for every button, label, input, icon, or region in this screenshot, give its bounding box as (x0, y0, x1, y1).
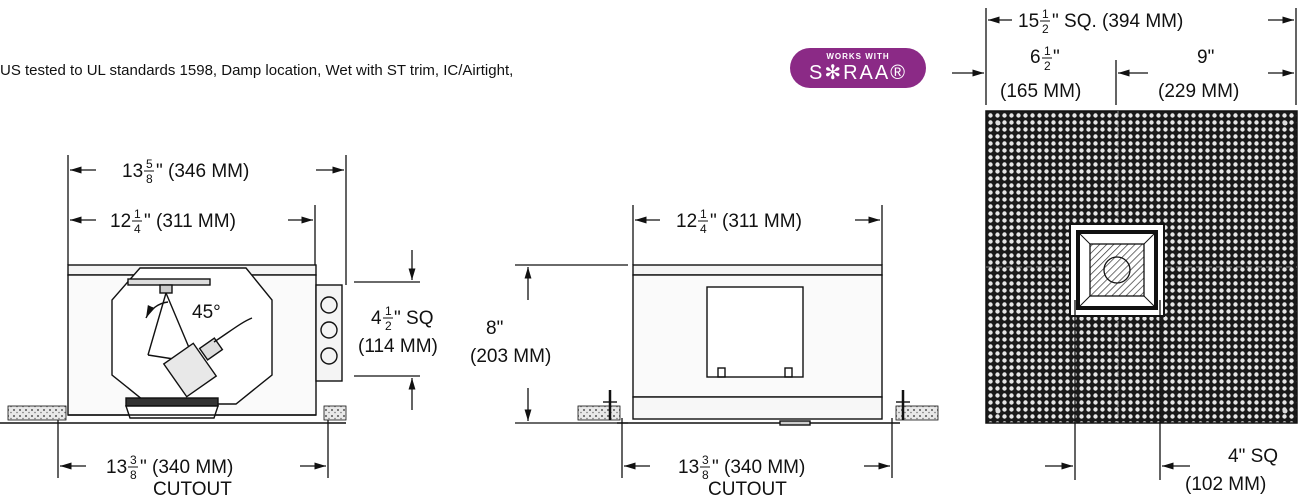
dim-numerator: 1 (700, 207, 707, 221)
dim-left-housing: 12 1 4 " (311 MM) (110, 207, 236, 236)
badge-top-text: WORKS WITH (826, 52, 890, 61)
dim-left-cutout: 13 3 8 " (340 MM) CUTOUT (106, 453, 233, 500)
dim-middle-height: 8" (203 MM) (470, 318, 551, 367)
dim-numerator: 3 (130, 453, 137, 467)
dim-whole: 6 (1030, 47, 1041, 68)
dim-overall-square: 15 1 2 " SQ. (394 MM) (1018, 7, 1183, 36)
dim-numerator: 5 (146, 157, 153, 171)
dim-cutout-label: CUTOUT (708, 479, 787, 500)
dim-denominator: 8 (130, 468, 137, 482)
dim-denominator: 2 (1042, 22, 1049, 36)
dim-cutout-label: CUTOUT (153, 479, 232, 500)
dim-denominator: 2 (1044, 59, 1051, 73)
dim-rest: " (311 MM) (710, 211, 802, 232)
certification-note: US tested to UL standards 1598, Damp loc… (0, 62, 513, 79)
left-dimension-lines (57, 155, 420, 478)
dim-whole: 13 (678, 457, 699, 478)
dim-aperture-imperial: 4" SQ (1228, 446, 1278, 467)
dim-whole: 13 (106, 457, 127, 478)
dim-imperial: 9" (1197, 47, 1214, 68)
dim-rest: " (311 MM) (144, 211, 236, 232)
tilt-angle-label: 45° (192, 302, 221, 323)
dim-metric: (203 MM) (470, 346, 551, 367)
dim-denominator: 8 (146, 172, 153, 186)
dim-rest: " (340 MM) (712, 457, 805, 478)
dim-whole: 12 (110, 211, 131, 232)
dim-denominator: 4 (134, 222, 141, 236)
badge-logo-text: S✻RAA® (809, 62, 907, 84)
dim-numerator: 1 (1044, 44, 1051, 58)
trim-plan-view (985, 110, 1298, 424)
dim-whole: 13 (122, 161, 143, 182)
top-right-dimension-group (952, 8, 1297, 105)
bottom-right-dimension-group (1045, 300, 1190, 480)
dim-rest: " SQ (394, 308, 433, 329)
dim-whole: 4 (371, 308, 382, 329)
dim-whole: 15 (1018, 11, 1039, 32)
dim-numerator: 1 (1042, 7, 1049, 21)
dim-whole: 12 (676, 211, 697, 232)
dim-rest: " (340 MM) (140, 457, 233, 478)
dim-middle-cutout: 13 3 8 " (340 MM) CUTOUT (678, 453, 805, 500)
svg-text:": " (1053, 47, 1060, 68)
dim-left-overall: 13 5 8 " (346 MM) (122, 157, 249, 186)
dim-aperture-metric: (102 MM) (1185, 474, 1266, 495)
certification-text: US tested to UL standards 1598, Damp loc… (0, 62, 514, 79)
dim-metric: (165 MM) (1000, 81, 1081, 102)
dim-left-segment: 6 1 2 " (165 MM) (1000, 44, 1081, 102)
dim-rest: " (346 MM) (156, 161, 249, 182)
dim-numerator: 1 (134, 207, 141, 221)
middle-housing-drawing (577, 264, 939, 426)
dim-right-segment: 9" (229 MM) (1158, 47, 1239, 102)
dim-metric: (229 MM) (1158, 81, 1239, 102)
dim-numerator: 1 (385, 304, 392, 318)
dim-left-aperture: 4 1 2 " SQ (114 MM) (358, 304, 438, 357)
dim-metric: (114 MM) (358, 336, 438, 357)
dim-imperial: 8" (486, 318, 503, 339)
middle-dimension-lines (515, 205, 893, 478)
left-housing-drawing (0, 264, 347, 424)
dim-denominator: 2 (385, 319, 392, 333)
dim-denominator: 8 (702, 468, 709, 482)
dim-middle-housing: 12 1 4 " (311 MM) (676, 207, 802, 236)
dim-rest: " SQ. (394 MM) (1052, 11, 1183, 32)
dim-denominator: 4 (700, 222, 707, 236)
soraa-badge: WORKS WITH S✻RAA® (790, 48, 926, 88)
dim-numerator: 3 (702, 453, 709, 467)
